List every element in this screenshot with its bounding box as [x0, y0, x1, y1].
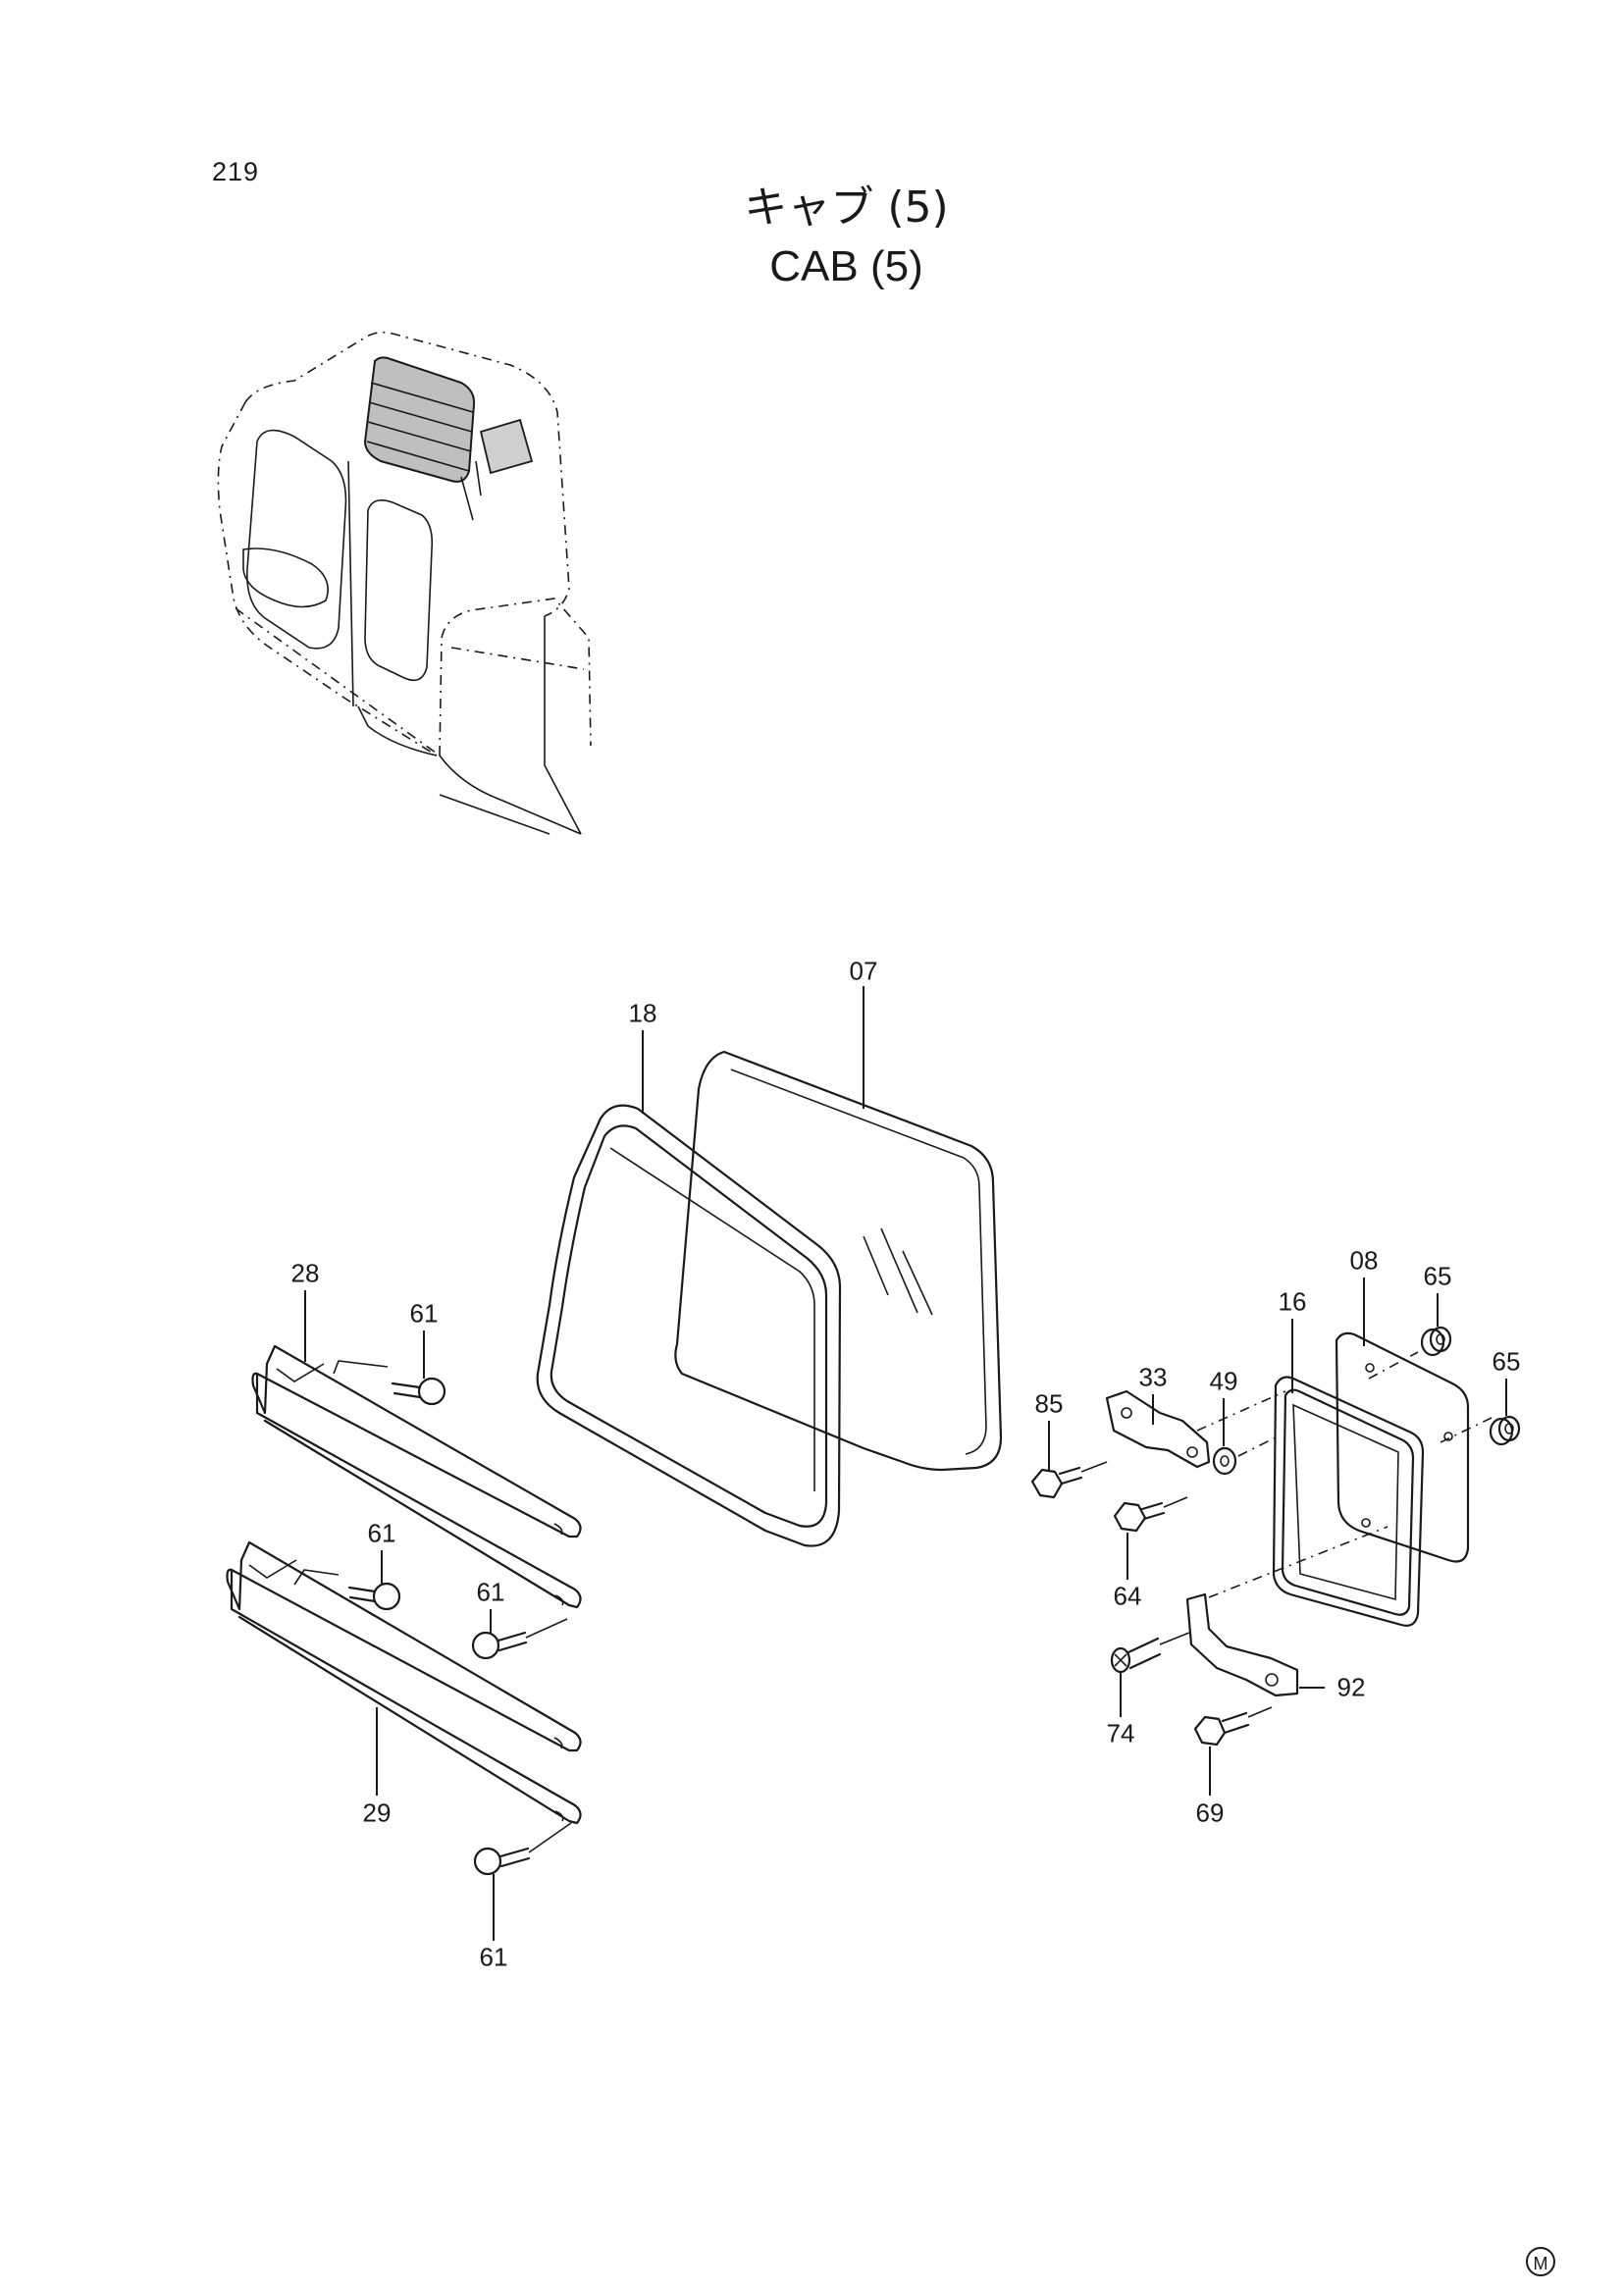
callout-07: 07 [849, 956, 878, 986]
bolt-85 [1030, 1421, 1108, 1499]
bracket-92 [1185, 1526, 1388, 1697]
window-rail-29 [226, 1540, 582, 1825]
callout-33: 33 [1138, 1362, 1168, 1392]
callout-28: 28 [290, 1258, 320, 1288]
bracket-33 [1105, 1389, 1211, 1469]
nut-65-b [1489, 1379, 1521, 1446]
glass-panel-07 [674, 986, 1003, 1472]
callout-85: 85 [1034, 1388, 1064, 1419]
window-rail-28 [251, 1290, 582, 1609]
callout-64: 64 [1113, 1581, 1142, 1611]
page-title-japanese: キャブ (5) [744, 182, 949, 233]
callout-69: 69 [1195, 1798, 1225, 1828]
seal-frame-16 [1196, 1319, 1425, 1627]
callout-08: 08 [1349, 1245, 1379, 1276]
callout-29: 29 [362, 1798, 392, 1828]
callout-49: 49 [1209, 1366, 1238, 1396]
callout-18: 18 [628, 998, 657, 1028]
screw-74 [1110, 1632, 1190, 1717]
bolt-69 [1193, 1706, 1273, 1796]
callout-61-b: 61 [367, 1518, 396, 1548]
screw-61-d [473, 1822, 572, 1941]
manufacturer-mark: M [1526, 2247, 1555, 2276]
highlighted-rear-window [363, 356, 534, 521]
callout-61-d: 61 [479, 1942, 508, 1972]
page-title-english: CAB (5) [769, 242, 923, 290]
screw-61-c [471, 1609, 568, 1660]
nut-65-a [1420, 1293, 1452, 1357]
callout-74: 74 [1106, 1718, 1135, 1748]
screw-61-a [333, 1330, 446, 1406]
callout-65-a: 65 [1423, 1261, 1452, 1291]
weather-seal-18 [536, 1030, 842, 1547]
cab-overview-illustration [217, 331, 592, 835]
callout-92: 92 [1336, 1672, 1366, 1702]
bolt-64 [1113, 1496, 1188, 1580]
callout-65-b: 65 [1492, 1346, 1521, 1377]
screw-61-b [293, 1550, 401, 1611]
cover-plate-08 [1335, 1277, 1493, 1563]
callout-16: 16 [1278, 1286, 1307, 1317]
washer-49 [1212, 1398, 1277, 1476]
callout-61-c: 61 [476, 1577, 505, 1607]
callout-61-a: 61 [409, 1298, 439, 1329]
page-number: 219 [212, 157, 260, 186]
